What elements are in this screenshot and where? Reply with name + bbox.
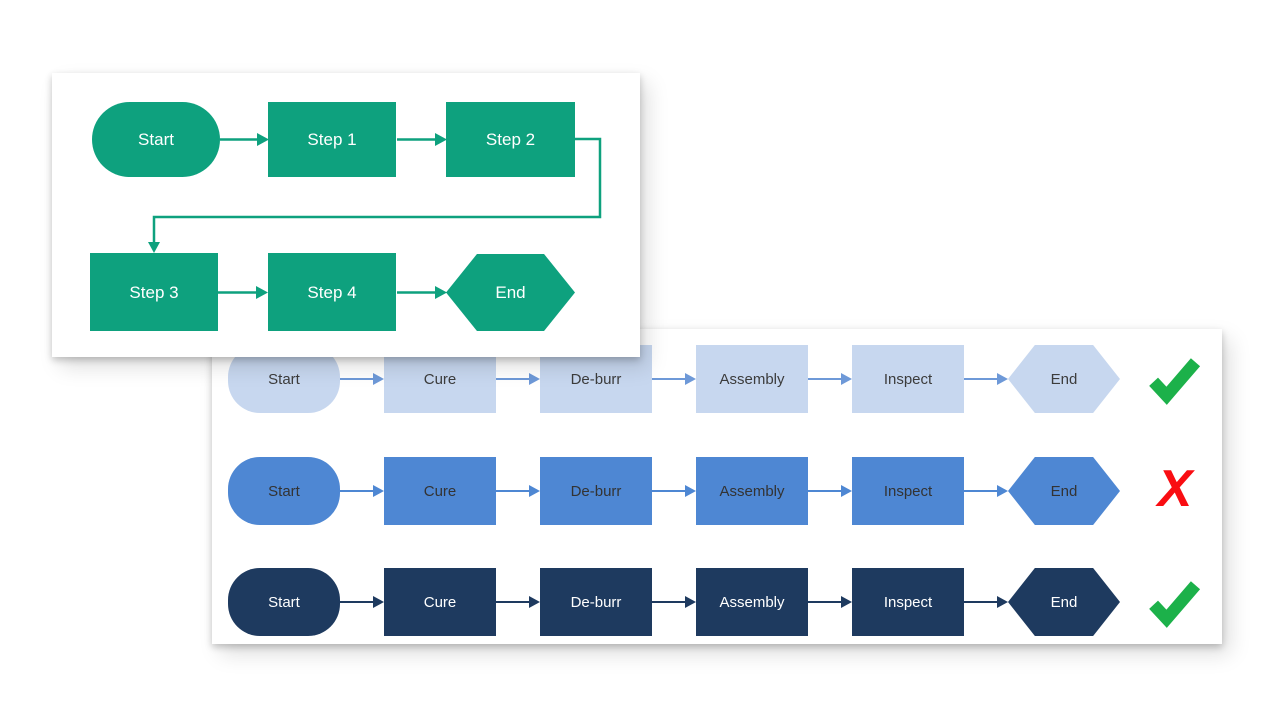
simple-flowchart-card: Start Step 1 Step 2 Step 3 Step 4 End <box>52 73 640 357</box>
process-node-de-burr: De-burr <box>540 457 652 525</box>
flow-arrow-icon <box>652 568 696 636</box>
process-node-end: End <box>1008 345 1120 413</box>
process-node-assembly: Assembly <box>696 457 808 525</box>
process-node-inspect: Inspect <box>852 345 964 413</box>
process-node-assembly: Assembly <box>696 345 808 413</box>
flow-arrow-icon <box>808 568 852 636</box>
flow-arrow-icon <box>496 457 540 525</box>
x-icon: X <box>1157 460 1193 518</box>
process-node-end: End <box>1008 457 1120 525</box>
process-node-inspect: Inspect <box>852 457 964 525</box>
process-node-start: Start <box>228 568 340 636</box>
process-node-assembly: Assembly <box>696 568 808 636</box>
flow-arrow-icon <box>808 457 852 525</box>
flow-arrow-icon <box>808 345 852 413</box>
flow-arrow-icon <box>652 345 696 413</box>
process-row-medium: Start Cure De-burr Assembly Inspect End X <box>228 457 1204 525</box>
flow-connector-lines <box>148 133 602 299</box>
flow-arrow-icon <box>652 457 696 525</box>
flow-arrow-icon <box>340 568 384 636</box>
flow-arrow-icon <box>964 457 1008 525</box>
check-icon <box>1146 351 1204 407</box>
arrowhead-icons <box>148 133 447 299</box>
flow-node-step2: Step 2 <box>446 102 575 177</box>
check-icon <box>1146 574 1204 630</box>
flow-arrow-icon <box>964 345 1008 413</box>
flow-node-step3: Step 3 <box>90 253 218 331</box>
flow-arrow-icon <box>340 345 384 413</box>
flow-node-end: End <box>446 254 575 331</box>
flow-arrow-icon <box>496 568 540 636</box>
process-node-cure: Cure <box>384 457 496 525</box>
flow-node-step4: Step 4 <box>268 253 396 331</box>
process-node-de-burr: De-burr <box>540 568 652 636</box>
flow-arrow-icon <box>496 345 540 413</box>
process-node-start: Start <box>228 457 340 525</box>
flow-arrow-icon <box>340 457 384 525</box>
process-node-end: End <box>1008 568 1120 636</box>
flow-node-step1: Step 1 <box>268 102 396 177</box>
flow-arrow-icon <box>964 568 1008 636</box>
process-row-dark: Start Cure De-burr Assembly Inspect End <box>228 568 1204 636</box>
flow-node-start: Start <box>92 102 220 177</box>
process-node-cure: Cure <box>384 568 496 636</box>
process-node-inspect: Inspect <box>852 568 964 636</box>
